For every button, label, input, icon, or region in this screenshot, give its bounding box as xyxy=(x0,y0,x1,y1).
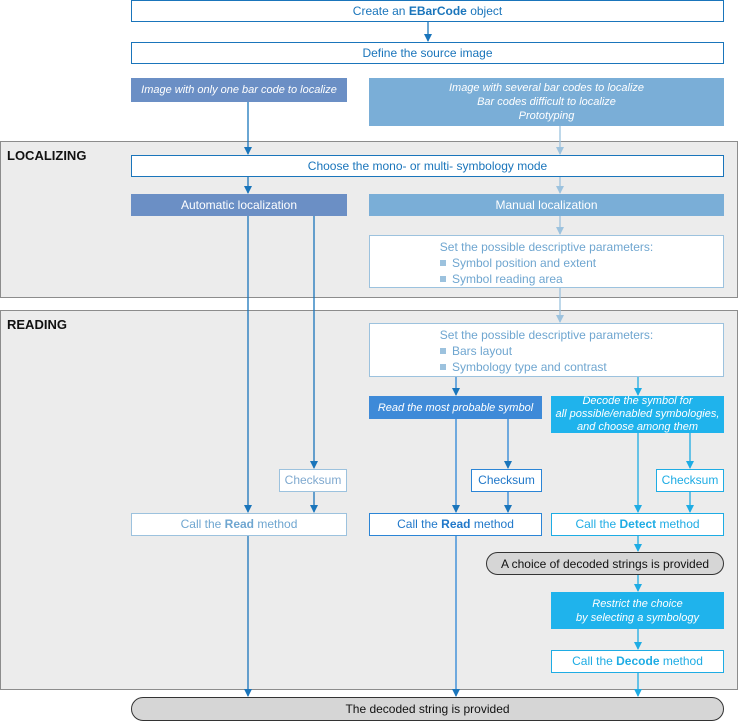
call-suffix: method xyxy=(257,517,298,531)
param-text: Symbol position and extent xyxy=(452,256,597,270)
call-prefix: Call the xyxy=(180,517,222,531)
multi-line-2: Bar codes difficult to localize xyxy=(477,96,616,108)
automatic-localization-box: Automatic localization xyxy=(131,194,347,216)
reading-title: READING xyxy=(7,317,67,332)
bullet-icon xyxy=(440,347,446,354)
multi-code-case: Image with several bar codes to localize… xyxy=(369,78,724,126)
checksum-box-left: Checksum xyxy=(279,469,347,492)
localize-param-item: Symbol position and extent xyxy=(370,255,723,271)
call-prefix: Call the xyxy=(575,517,617,531)
create-bold: EBarCode xyxy=(408,3,467,18)
localize-param-item: Symbol reading area xyxy=(370,271,723,287)
param-text: Symbol reading area xyxy=(452,272,563,286)
reading-params-head: Set the possible descriptive parameters: xyxy=(439,328,654,342)
call-suffix: method xyxy=(662,654,703,668)
decode-all-line-3: and choose among them xyxy=(576,421,699,433)
call-suffix: method xyxy=(473,517,514,531)
choice-of-strings-pill: A choice of decoded strings is provided xyxy=(486,552,724,575)
checksum-box-right: Checksum xyxy=(656,469,724,492)
localize-params-head: Set the possible descriptive parameters: xyxy=(439,240,654,254)
localizing-title: LOCALIZING xyxy=(7,148,87,163)
bullet-icon xyxy=(440,363,446,370)
call-prefix: Call the xyxy=(572,654,613,668)
restrict-line-2: by selecting a symbology xyxy=(576,611,699,624)
checksum-box-middle: Checksum xyxy=(471,469,542,492)
define-source-box: Define the source image xyxy=(131,42,724,64)
multi-line-1: Image with several bar codes to localize xyxy=(448,82,645,94)
localize-params-box: Set the possible descriptive parameters:… xyxy=(369,235,724,288)
single-code-case: Image with only one bar code to localize xyxy=(131,78,347,102)
reading-params-box: Set the possible descriptive parameters:… xyxy=(369,323,724,377)
call-bold: Read xyxy=(441,517,471,531)
call-read-method-middle: Call the Read method xyxy=(369,513,542,536)
call-suffix: method xyxy=(659,517,700,531)
restrict-choice-box: Restrict the choice by selecting a symbo… xyxy=(551,592,724,629)
decode-all-line-1: Decode the symbol for xyxy=(582,395,693,407)
decode-all-line-2: all possible/enabled symbologies, xyxy=(555,408,720,420)
bullet-icon xyxy=(440,259,446,266)
call-bold: Detect xyxy=(619,517,657,531)
manual-localization-box: Manual localization xyxy=(369,194,724,216)
create-suffix: object xyxy=(470,3,503,18)
multi-line-3: Prototyping xyxy=(518,110,575,122)
decode-all-symbologies-box: Decode the symbol for all possible/enabl… xyxy=(551,395,724,433)
create-ebarcode-box: Create an EBarCode object xyxy=(131,0,724,22)
read-most-probable-box: Read the most probable symbol xyxy=(369,396,542,419)
create-prefix: Create an xyxy=(352,3,406,18)
reading-param-item: Symbology type and contrast xyxy=(370,359,723,375)
param-text: Symbology type and contrast xyxy=(452,360,607,374)
bullet-icon xyxy=(440,275,446,282)
call-bold: Decode xyxy=(616,654,660,668)
call-detect-method: Call the Detect method xyxy=(551,513,724,536)
call-prefix: Call the xyxy=(397,517,438,531)
decoded-string-pill: The decoded string is provided xyxy=(131,697,724,721)
param-text: Bars layout xyxy=(452,344,513,358)
call-decode-method: Call the Decode method xyxy=(551,650,724,673)
call-bold: Read xyxy=(224,517,254,531)
symbology-mode-box: Choose the mono- or multi- symbology mod… xyxy=(131,155,724,177)
restrict-line-1: Restrict the choice xyxy=(592,597,683,610)
reading-param-item: Bars layout xyxy=(370,343,723,359)
call-read-method-left: Call the Read method xyxy=(131,513,347,536)
